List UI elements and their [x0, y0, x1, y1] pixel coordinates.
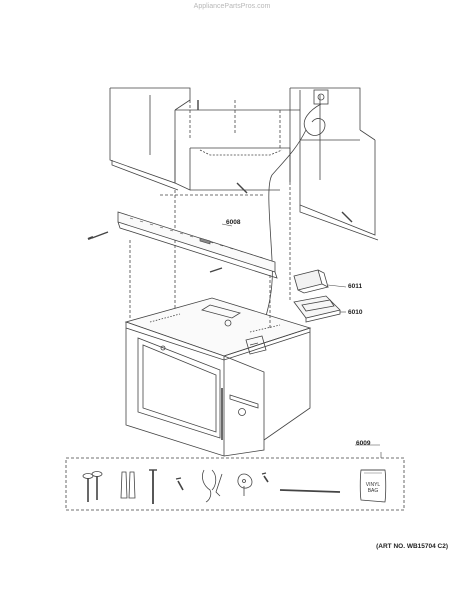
part-label-6009: 6009	[356, 440, 371, 447]
watermark: AppliancePartsPros.com	[193, 3, 271, 10]
wall-cabinets	[109, 87, 379, 241]
microwave-body	[124, 297, 312, 457]
part-6011-drawing	[293, 269, 329, 294]
vinyl-bag-label-line1: VINYL	[365, 482, 381, 488]
hardware-items	[82, 469, 387, 504]
part-6010-drawing	[293, 295, 341, 323]
art-number: (ART NO. WB15704 C2)	[376, 543, 448, 550]
power-cord	[261, 89, 329, 331]
part-label-6010: 6010	[348, 309, 363, 316]
mounting-plate	[117, 211, 278, 279]
vinyl-bag-label: VINYL BAG	[362, 482, 384, 494]
hardware-kit-box	[65, 457, 405, 511]
vinyl-bag-label-line2: BAG	[367, 488, 379, 494]
part-label-6008: 6008	[226, 219, 241, 226]
part-label-6011: 6011	[348, 283, 363, 290]
